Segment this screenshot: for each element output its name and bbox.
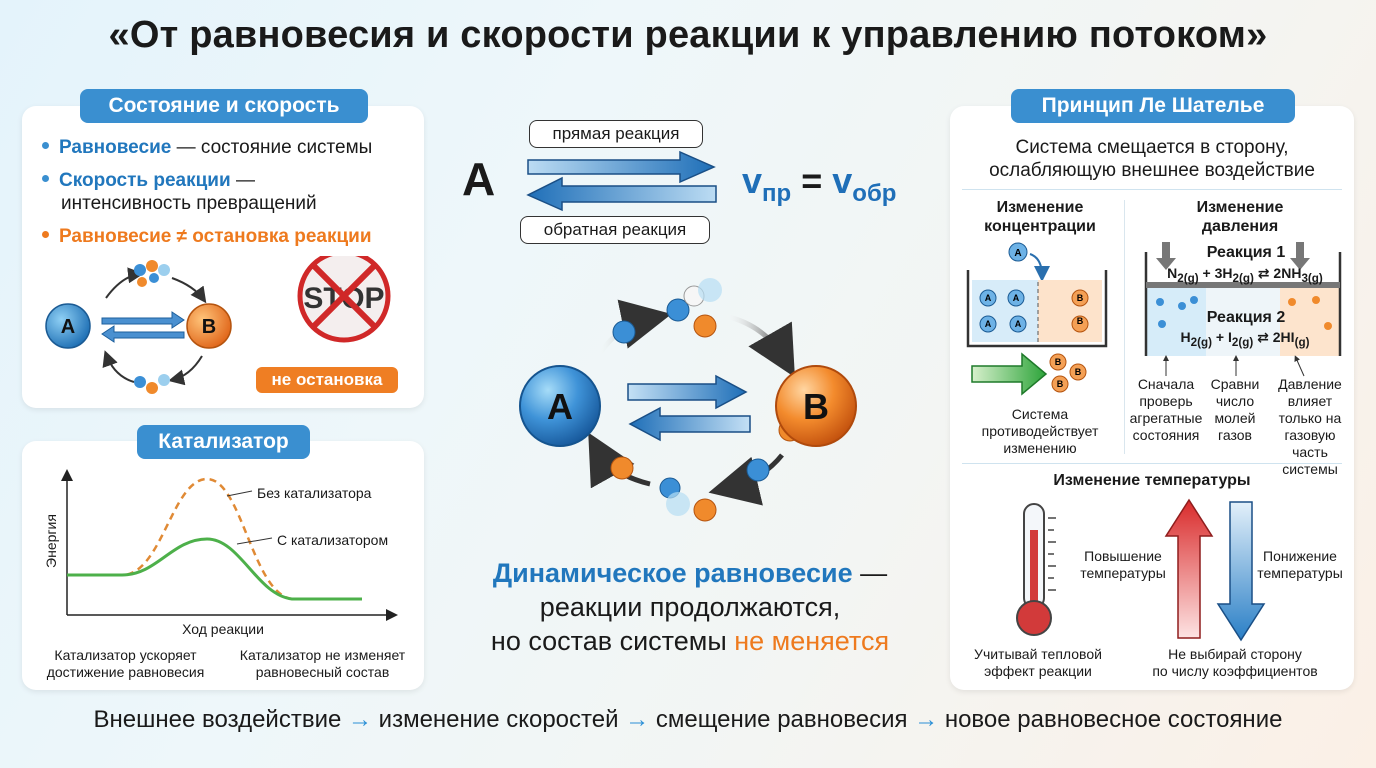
- node-b: [186, 303, 232, 349]
- le-chatelier-card: Система смещается в сторону,ослабляющую …: [950, 106, 1354, 690]
- bullet-rate: Скорость реакции —: [42, 169, 255, 192]
- svg-text:B: B: [1057, 379, 1064, 389]
- svg-text:A: A: [1015, 319, 1022, 329]
- molecule-top: [134, 260, 170, 287]
- dynamic-equilibrium-cycle: A B: [519, 278, 857, 522]
- arrow-icon: →: [348, 706, 372, 733]
- mini-equilibrium-diagram: A B STOP: [45, 256, 391, 394]
- concentration-diagram: A A A A A B B B B B: [966, 242, 1108, 396]
- arrow-icon: →: [625, 706, 650, 733]
- le-chatelier-intro: Система смещается в сторону,ослабляющую …: [989, 137, 1315, 181]
- svg-text:B: B: [1055, 357, 1062, 367]
- big-node-a: [519, 365, 601, 447]
- node-a-label: A: [61, 316, 75, 338]
- arrow-icon: →: [914, 706, 939, 733]
- reverse-reaction-label: обратная реакция: [520, 216, 710, 244]
- molecule-lower: [610, 456, 717, 522]
- curve-with-catalyst: [67, 537, 362, 601]
- forward-arrow: [101, 311, 185, 329]
- species-a: A: [462, 153, 496, 205]
- state-rate-card: Равновесие — состояние системы Скорость …: [22, 106, 424, 408]
- bullet-equilibrium: Равновесие — состояние системы: [42, 136, 372, 159]
- x-axis-label: Ход реакции: [182, 621, 264, 637]
- node-a: [45, 303, 91, 349]
- label-with-catalyst: С катализатором: [277, 532, 389, 548]
- forward-reaction-label: прямая реакция: [529, 120, 703, 148]
- bullet-rate-line2: интенсивность превращений: [61, 193, 317, 214]
- not-stop-badge: не остановка: [256, 367, 398, 393]
- svg-text:A: A: [1014, 248, 1021, 259]
- svg-text:B: B: [1075, 367, 1082, 377]
- pressure-diagram: [1144, 242, 1342, 356]
- rate-equality: vпр = vобр: [742, 160, 897, 208]
- reaction1-equation: N2(g) + 3H2(g) ⇄ 2NH3(g): [1167, 265, 1323, 285]
- big-node-a-label: A: [547, 386, 573, 427]
- stop-sign: STOP: [297, 256, 391, 343]
- catalyst-card: Энергия Ход реакции Без катализатора С к…: [22, 441, 424, 690]
- top-reversible-arrows: [526, 150, 717, 212]
- big-node-b: [775, 365, 857, 447]
- svg-text:A: A: [985, 319, 992, 329]
- reaction2-equation: H2(g) + I2(g) ⇄ 2HI(g): [1180, 329, 1310, 349]
- reaction2-title: Реакция 2: [1206, 309, 1286, 326]
- curve-without-catalyst: [67, 477, 362, 601]
- big-forward-arrow: [627, 374, 748, 410]
- state-rate-header: Состояние и скорость: [80, 89, 368, 123]
- svg-text:A: A: [985, 293, 992, 303]
- thermometer-icon: [1016, 503, 1056, 636]
- svg-text:B: B: [1077, 293, 1084, 303]
- footer-flow: Внешнее воздействие → изменение скоросте…: [93, 706, 1283, 733]
- temperature-down-arrow: [1216, 501, 1266, 642]
- y-axis-label: Энергия: [43, 514, 59, 568]
- temperature-up-arrow: [1164, 498, 1214, 639]
- molecule-upper: [612, 278, 722, 344]
- big-node-b-label: B: [803, 386, 829, 427]
- reverse-arrow: [101, 325, 185, 343]
- node-b-label: B: [202, 316, 216, 338]
- energy-diagram: [61, 469, 398, 621]
- page-title: «От равновесия и скорости реакции к упра…: [108, 14, 1268, 56]
- le-chatelier-header: Принцип Ле Шателье: [1011, 89, 1295, 123]
- bullet-not-stop: Равновесие ≠ остановка реакции: [42, 225, 372, 248]
- molecule-bottom: [134, 374, 170, 394]
- svg-text:A: A: [1013, 293, 1020, 303]
- reaction1-title: Реакция 1: [1206, 244, 1286, 261]
- temperature-title: Изменение температуры: [1053, 472, 1251, 489]
- big-reverse-arrow: [628, 406, 751, 442]
- label-without-catalyst: Без катализатора: [257, 485, 372, 501]
- catalyst-header: Катализатор: [137, 425, 310, 459]
- svg-text:B: B: [1077, 316, 1084, 326]
- dynamic-equilibrium-text: Динамическое равновесие — реакции продол…: [490, 558, 890, 656]
